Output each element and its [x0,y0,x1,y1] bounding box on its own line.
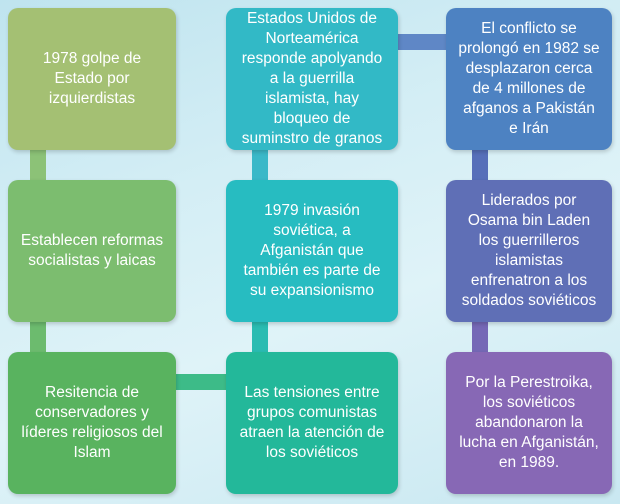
box-perestroika: Por la Perestroika, los soviéticos aband… [446,352,612,494]
connector-reformas-resistencia [30,318,46,354]
box-reformas: Establecen reformas socialistas y laicas [8,180,176,322]
connector-invasion-estados-unidos [252,148,268,184]
connector-golpe-reformas [30,148,46,184]
box-reformas-text: Establecen reformas socialistas y laicas [20,232,164,269]
box-tensiones: Las tensiones entre grupos comunistas at… [226,352,398,494]
box-resistencia-text: Resitencia de conservadores y líderes re… [21,384,163,461]
box-invasion-sovietica-text: 1979 invasión soviética, a Afganistán qu… [243,202,381,299]
connector-tensiones-invasion [252,318,268,354]
box-conflicto: El conflicto se prolongó en 1982 se desp… [446,8,612,150]
box-golpe-de-estado: 1978 golpe de Estado por izquierdistas [8,8,176,150]
connector-osama-perestroika [472,318,488,354]
box-estados-unidos: Estados Unidos de Norteamérica responde … [226,8,398,150]
box-golpe-de-estado-text: 1978 golpe de Estado por izquierdistas [42,50,142,107]
connector-conflicto-osama [472,148,488,184]
box-estados-unidos-text: Estados Unidos de Norteamérica responde … [241,10,383,147]
box-osama-bin-laden: Liderados por Osama bin Laden los guerri… [446,180,612,322]
box-conflicto-text: El conflicto se prolongó en 1982 se desp… [458,20,600,137]
box-tensiones-text: Las tensiones entre grupos comunistas at… [239,384,385,461]
box-resistencia: Resitencia de conservadores y líderes re… [8,352,176,494]
box-perestroika-text: Por la Perestroika, los soviéticos aband… [459,374,599,471]
box-osama-bin-laden-text: Liderados por Osama bin Laden los guerri… [461,192,597,309]
connector-resistencia-tensiones [174,374,228,390]
connector-estados-unidos-conflicto [396,34,448,50]
box-invasion-sovietica: 1979 invasión soviética, a Afganistán qu… [226,180,398,322]
